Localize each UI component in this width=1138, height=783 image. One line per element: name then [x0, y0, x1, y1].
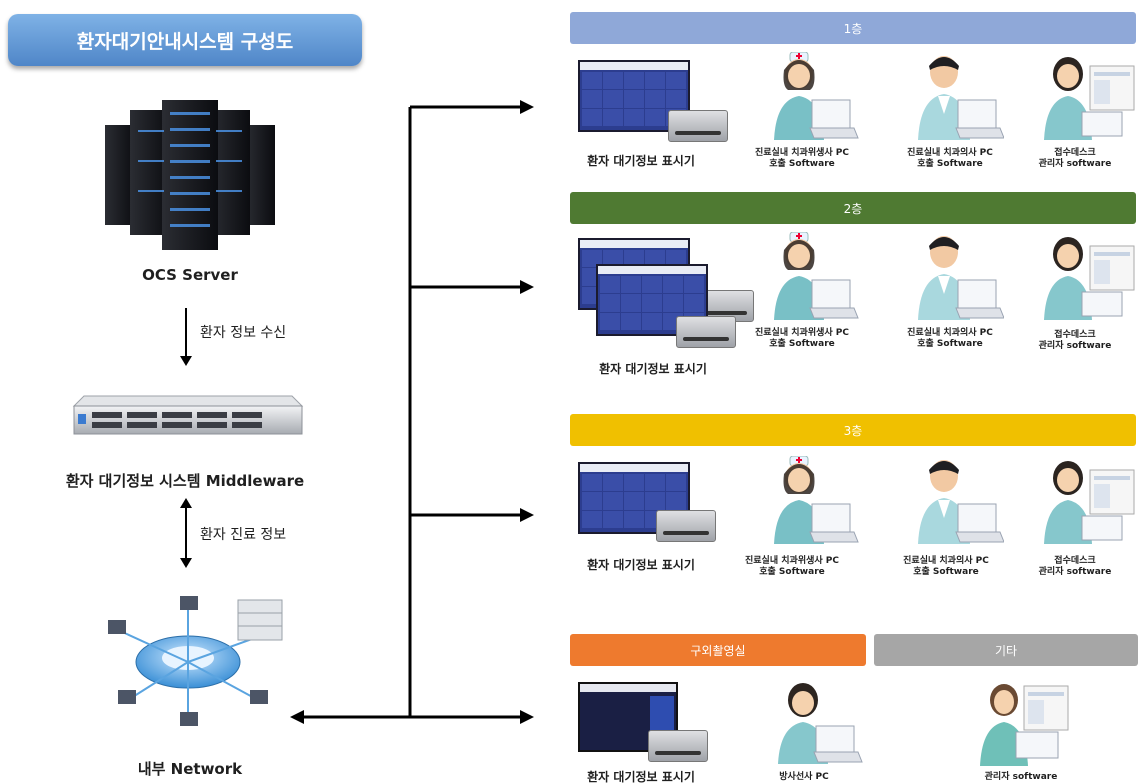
display-label: 환자 대기정보 표시기 — [587, 770, 695, 783]
role-caption: 접수데스크 관리자 software — [1020, 148, 1130, 170]
role-line2: 관리자 software — [1038, 341, 1112, 351]
role-line2: 호출 Software — [913, 567, 979, 577]
receptionist-icon — [1044, 57, 1135, 140]
section-other-bar: 기타 — [874, 634, 1138, 666]
floor-2-bar: 2층 — [570, 192, 1136, 224]
role-line2: 호출 Software — [917, 159, 983, 169]
role-line1: 접수데스크 — [1054, 556, 1096, 566]
role-caption: 진료실내 치과위생사 PC 호출 Software — [722, 556, 862, 578]
role-line2: 관리자 software — [1038, 567, 1112, 577]
arrow1-label: 환자 정보 수신 — [200, 325, 287, 341]
role-line1: 진료실내 치과위생사 PC — [745, 556, 839, 566]
display-label: 환자 대기정보 표시기 — [587, 154, 695, 168]
role-line1: 진료실내 치과의사 PC — [907, 148, 993, 158]
role-line1: 접수데스크 — [1054, 148, 1096, 158]
role-caption: 진료실내 치과의사 PC 호출 Software — [880, 148, 1020, 170]
mini-pc-icon — [676, 316, 736, 348]
floor-1-bar: 1층 — [570, 12, 1136, 44]
display-label: 환자 대기정보 표시기 — [599, 362, 707, 376]
role-caption: 방사선사 PC — [779, 772, 829, 782]
middleware-server-icon — [72, 395, 304, 435]
display-board-icon — [596, 264, 736, 348]
role-line1: 진료실내 치과의사 PC — [903, 556, 989, 566]
display-label: 환자 대기정보 표시기 — [587, 558, 695, 572]
display-board-icon — [578, 682, 708, 762]
admin-icon — [980, 684, 1069, 766]
role-caption: 접수데스크 관리자 software — [1020, 556, 1130, 578]
floor-3-bar: 3층 — [570, 414, 1136, 446]
arrow2-label: 환자 진료 정보 — [200, 527, 287, 543]
radiographer-icon — [778, 683, 863, 764]
nurse-icon — [774, 456, 859, 544]
display-board-icon — [578, 462, 716, 542]
role-line2: 호출 Software — [769, 159, 835, 169]
role-line2: 관리자 software — [1038, 159, 1112, 169]
network-icon — [108, 596, 283, 726]
doctor-icon — [918, 460, 1004, 544]
doctor-icon — [918, 236, 1004, 320]
role-line1: 진료실내 치과위생사 PC — [755, 148, 849, 158]
role-line2: 호출 Software — [759, 567, 825, 577]
role-line2: 호출 Software — [769, 339, 835, 349]
server-label: OCS Server — [142, 266, 238, 284]
display-board-icon — [578, 60, 728, 142]
role-caption: 진료실내 치과의사 PC 호출 Software — [876, 556, 1016, 578]
role-line1: 접수데스크 — [1054, 330, 1096, 340]
middleware-label: 환자 대기정보 시스템 Middleware — [65, 472, 305, 490]
role-line2: 호출 Software — [917, 339, 983, 349]
receptionist-icon — [1044, 237, 1135, 320]
nurse-icon — [774, 52, 859, 140]
connector-lines — [290, 100, 534, 724]
role-line1: 진료실내 치과위생사 PC — [755, 328, 849, 338]
mini-pc-icon — [648, 730, 708, 762]
section-radiology-bar: 구외촬영실 — [570, 634, 866, 666]
role-caption: 진료실내 치과위생사 PC 호출 Software — [732, 328, 872, 350]
diagram-title: 환자대기안내시스템 구성도 — [8, 14, 362, 66]
receptionist-icon — [1044, 461, 1135, 544]
role-caption: 진료실내 치과의사 PC 호출 Software — [880, 328, 1020, 350]
doctor-icon — [918, 56, 1004, 140]
role-line1: 진료실내 치과의사 PC — [907, 328, 993, 338]
mini-pc-icon — [656, 510, 716, 542]
role-caption: 진료실내 치과위생사 PC 호출 Software — [732, 148, 872, 170]
network-label: 내부 Network — [137, 760, 243, 778]
down-arrow-icon — [180, 308, 192, 366]
role-caption: 접수데스크 관리자 software — [1020, 330, 1130, 352]
role-caption: 관리자 software — [984, 772, 1058, 782]
mini-pc-icon — [668, 110, 728, 142]
double-arrow-icon — [180, 498, 192, 568]
nurse-icon — [774, 232, 859, 320]
server-rack-icon — [105, 100, 275, 250]
